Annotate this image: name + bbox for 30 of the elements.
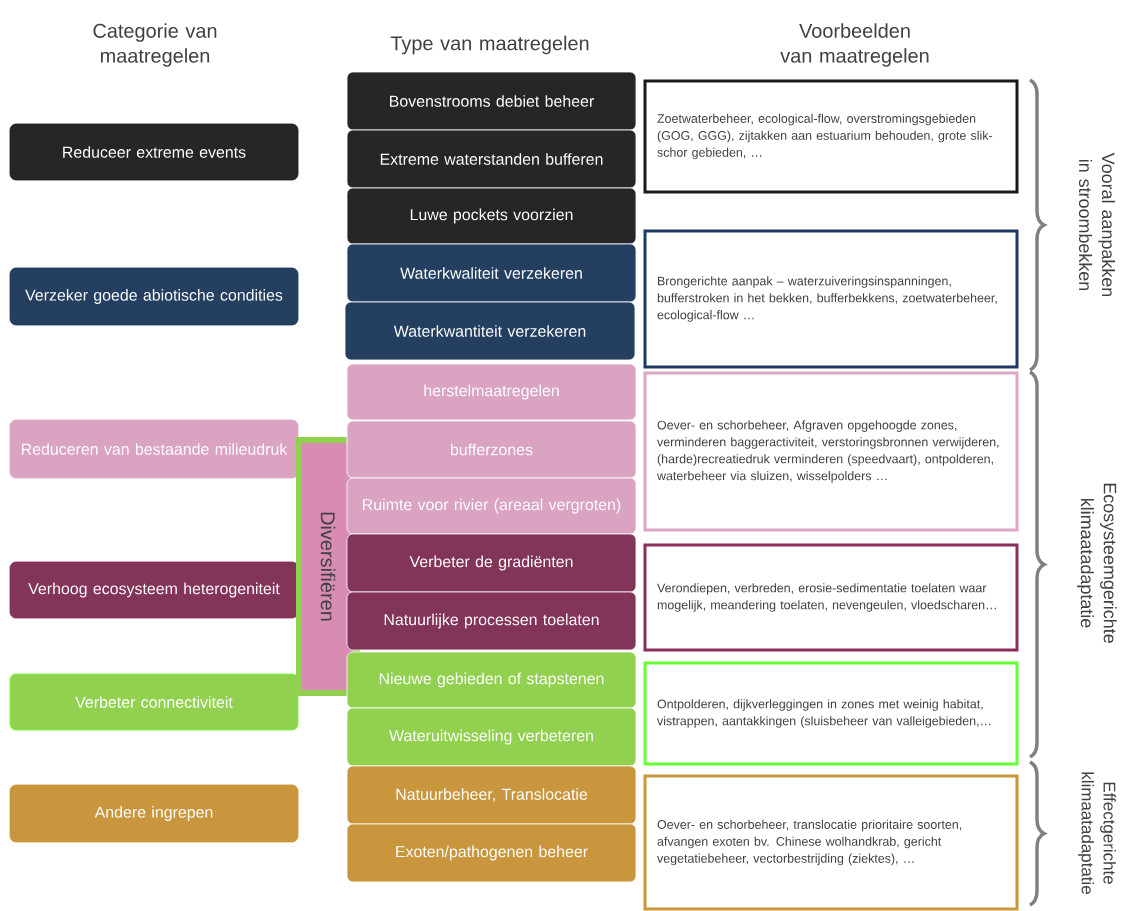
- measure-type-box: Ruimte voor rivier (areaal vergroten): [346, 477, 637, 535]
- example-box: Ontpolderen, dijkverleggingen in zones met weinig habitat, vistrappen, aantakkingen (sluisbeheer van valleigebieden,…: [643, 661, 1019, 766]
- example-box: Oever- en schorbeheer, translocatie prioritaire soorten, afvangen exoten bv. Chinese wolhandkrab, gericht vegetatiebeheer, vectorbestrijding (ziektes), …: [643, 774, 1019, 911]
- category-box: Verzeker goede abiotische condities: [9, 267, 299, 326]
- measure-type-box: Nieuwe gebieden of stapstenen: [346, 651, 637, 709]
- measure-type-box: Bovenstrooms debiet beheer: [346, 71, 637, 131]
- category-box: Reduceren van bestaande milieudruk: [9, 419, 299, 479]
- measure-type-box: Natuurlijke processen toelaten: [346, 591, 637, 651]
- measure-type-box: Extreme waterstanden bufferen: [346, 129, 637, 189]
- measure-type-box: bufferzones: [346, 420, 637, 479]
- example-box: Oever- en schorbeheer, Afgraven opgehoogde zones, verminderen baggeractiviteit, verstoringsbronnen verwijderen, (harde)recreatiedruk verminderen (speedvaart), ontpolderen, waterbeheer via sluizen, wisselpolders …: [643, 371, 1019, 532]
- category-box: Verbeter connectiviteit: [9, 673, 299, 731]
- measure-type-box: Waterkwaliteit verzekeren: [346, 243, 637, 303]
- measure-type-box: Verbeter de gradiënten: [346, 533, 637, 593]
- brace-label: Effectgerichte klimaatadaptatie: [1078, 772, 1116, 894]
- measure-type-box: Wateruitwisseling verbeteren: [346, 707, 637, 767]
- measure-type-box: Luwe pockets voorzien: [346, 187, 637, 245]
- example-box: Brongerichte aanpak – waterzuiveringsinspanningen, bufferstroken in het bekken, bufferbekkens, zoetwaterbeheer, ecological-flow …: [643, 229, 1019, 369]
- measure-type-box: Natuurbeheer, Translocatie: [346, 765, 637, 825]
- brace-label: Vooral aanpakken in stroombekken: [1078, 152, 1116, 297]
- column-header: Categorie van maatregelen: [93, 23, 217, 67]
- measure-type-box: herstelmaatregelen: [346, 363, 637, 421]
- measure-type-box: Exoten/pathogenen beheer: [346, 823, 637, 883]
- category-box: Andere ingrepen: [9, 784, 299, 843]
- measure-type-box: Waterkwantiteit verzekeren: [344, 301, 636, 361]
- example-box: Verondiepen, verbreden, erosie-sedimentatie toelaten waar mogelijk, meandering toelaten, nevengeulen, vloedscharen…: [643, 543, 1019, 652]
- category-box: Reduceer extreme events: [9, 123, 299, 181]
- brace-label: Ecosysteemgerichte klimaatadaptatie: [1077, 483, 1117, 643]
- example-box: Zoetwaterbeheer, ecological-flow, overstromingsgebieden (GOG, GGG), zijtakken aan estuarium behouden, grote slik-schor gebieden, …: [643, 79, 1019, 194]
- category-box: Verhoog ecosysteem heterogeniteit: [9, 561, 299, 619]
